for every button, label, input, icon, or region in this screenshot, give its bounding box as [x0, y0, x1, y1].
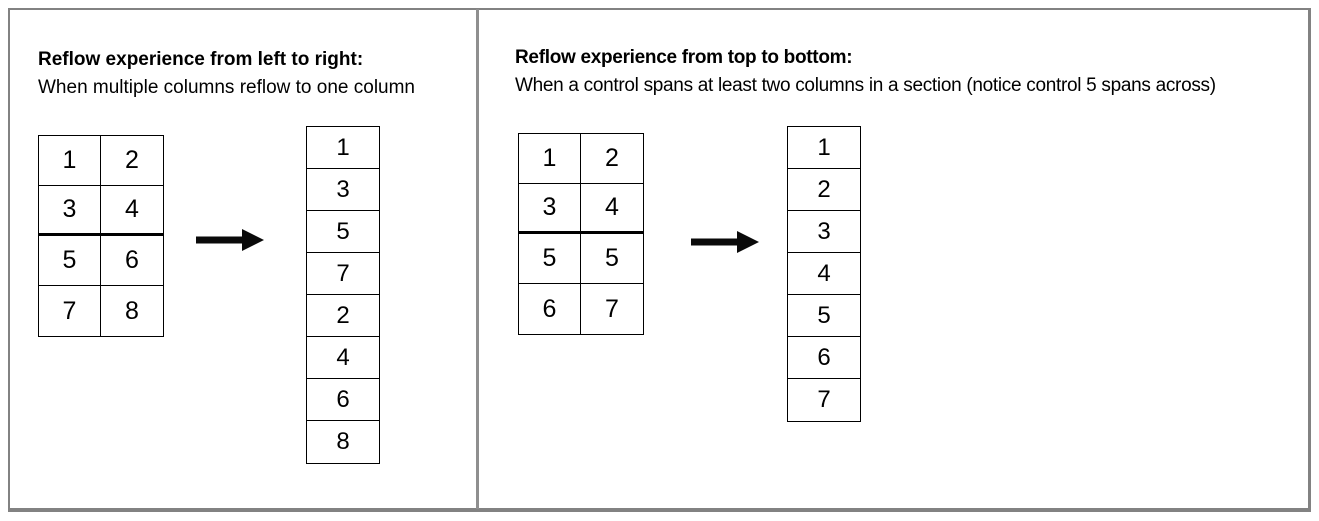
column-cell: 6 [788, 337, 860, 379]
grid-cell: 5 [605, 244, 619, 272]
column-cell: 5 [788, 295, 860, 337]
grid-cell: 6 [519, 284, 581, 334]
grid-cell: 1 [519, 134, 581, 183]
grid-cell: 2 [125, 146, 139, 174]
grid-cell: 4 [125, 195, 139, 223]
grid-cell: 4 [605, 193, 619, 221]
grid-row-section-end: 3 4 [519, 184, 643, 234]
column-cell: 2 [788, 169, 860, 211]
grid-row-section-end: 3 4 [39, 186, 163, 236]
right-panel-heading: Reflow experience from top to bottom: Wh… [515, 44, 1216, 100]
column-cell: 3 [788, 211, 860, 253]
grid-row: 1 2 [519, 134, 643, 184]
right-panel-subtitle: When a control spans at least two column… [515, 75, 1216, 96]
right-panel-title: Reflow experience from top to bottom: [515, 47, 853, 68]
grid-cell: 3 [39, 186, 101, 233]
outer-frame [8, 8, 1311, 512]
column-cell: 4 [307, 337, 379, 379]
column-cell: 3 [307, 169, 379, 211]
left-source-grid: 1 2 3 4 5 6 7 8 [38, 135, 164, 337]
right-source-grid: 1 2 3 4 5 5 6 7 [518, 133, 644, 335]
right-arrow-icon [691, 231, 759, 253]
grid-cell: 2 [605, 144, 619, 172]
column-cell: 2 [307, 295, 379, 337]
left-panel-title: Reflow experience from left to right: [38, 49, 364, 70]
right-arrow-icon [196, 229, 264, 251]
grid-row-spanning-control: 5 5 [519, 234, 643, 284]
grid-cell: 6 [125, 246, 139, 274]
grid-row: 7 8 [39, 286, 163, 336]
grid-row: 6 7 [519, 284, 643, 334]
column-cell: 4 [788, 253, 860, 295]
column-cell: 1 [788, 127, 860, 169]
left-panel-subtitle: When multiple columns reflow to one colu… [38, 77, 416, 98]
grid-cell: 3 [519, 184, 581, 231]
grid-cell: 7 [39, 286, 101, 336]
grid-cell: 1 [39, 136, 101, 185]
column-cell: 8 [336, 428, 350, 455]
grid-cell: 5 [39, 236, 101, 285]
right-reflow-column: 1 2 3 4 5 6 7 [787, 126, 861, 422]
column-cell: 1 [307, 127, 379, 169]
column-cell: 6 [307, 379, 379, 421]
left-reflow-column: 1 3 5 7 2 4 6 8 [306, 126, 380, 464]
column-cell: 5 [307, 211, 379, 253]
grid-cell: 7 [605, 294, 619, 323]
grid-row: 5 6 [39, 236, 163, 286]
column-cell: 7 [307, 253, 379, 295]
grid-row: 1 2 [39, 136, 163, 186]
panel-divider [476, 9, 479, 509]
grid-cell: 5 [519, 234, 581, 283]
column-cell: 7 [817, 386, 831, 413]
grid-cell: 8 [125, 296, 139, 325]
left-panel-heading: Reflow experience from left to right: Wh… [38, 46, 415, 102]
